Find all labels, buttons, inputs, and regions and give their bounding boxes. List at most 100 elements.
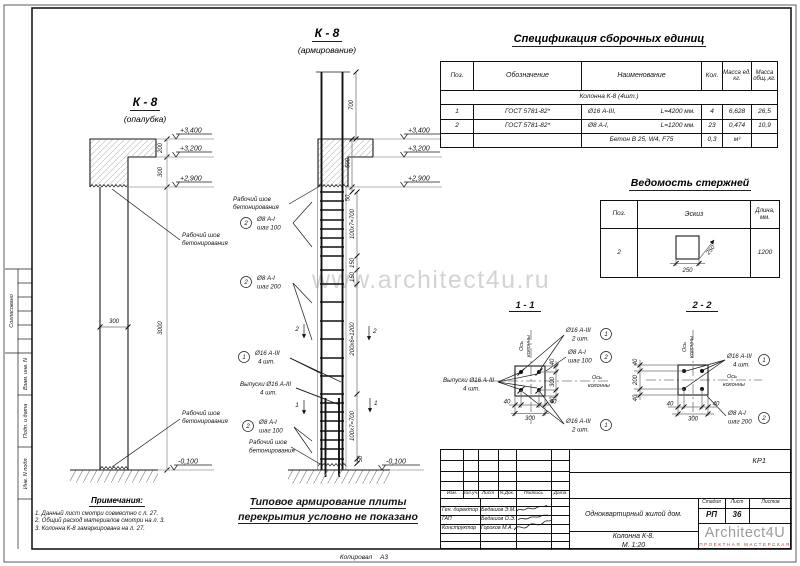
copied-row: Копировал А3 (340, 554, 389, 561)
spec-r3-pos (441, 134, 474, 147)
rf-callout5-line2: шаг 100 (259, 428, 283, 435)
rod-dim-250-h: 250 (705, 244, 717, 257)
bottom-note: Типовое армирование плиты перекрытия усл… (230, 495, 426, 525)
sec22-axis-v1: Ось (682, 342, 688, 352)
fw-joint-label-top-1: Рабочий шов (182, 232, 221, 239)
stamp-logo-cell: Architect4U ПРОЕКТНАЯ МАСТЕРСКАЯ (698, 523, 792, 550)
reinforcement-subtitle: (армирование) (297, 45, 357, 55)
sec22-c1-line2: 4 шт. (733, 362, 750, 369)
formwork-title-block: К - 8 (опалубка) (105, 93, 185, 124)
sec11-d40c: 40 (504, 400, 511, 406)
rf-callout3-line1: Ø16 А-III (254, 350, 280, 357)
spec-r2-pos: 2 (441, 120, 474, 134)
sec22-d40a: 40 (633, 358, 639, 365)
spec-r3-name: Бетон В 25, W4, F75 (582, 134, 702, 147)
spec-group-row: Колонна К-8 (4шт.) (441, 91, 777, 105)
sec11-c2-line2: шаг 100 (568, 358, 592, 365)
rf-callout1-line2: шаг 100 (257, 225, 281, 232)
copied-label: Копировал (340, 554, 373, 561)
stamp-divider (441, 498, 792, 500)
spec-h-desig: Обозначение (474, 62, 582, 91)
stamp-col-data: Дата (553, 491, 567, 497)
rf-dim-100x7-bottom: 100х7=700 (350, 410, 356, 441)
margin-column: Согласовано Взам. инв. N Подп. и дата Ин… (5, 268, 32, 549)
sec11-c2-line1: Ø8 А-I (567, 349, 586, 356)
rf-callout1-pos: 2 (243, 221, 248, 227)
stamp-name-1: Бедашов Э.М. (481, 506, 516, 513)
rf-joint-bottom-1: Рабочий шов (249, 439, 288, 446)
notes-title: Примечания: (89, 496, 145, 507)
sec11-d40a: 40 (550, 358, 556, 365)
sec22-c1-line1: Ø16 А-III (726, 353, 752, 360)
spec-r3-m2 (752, 134, 777, 147)
architect4u-logo-subtitle: ПРОЕКТНАЯ МАСТЕРСКАЯ (699, 541, 791, 547)
note-item-3: 3. Колонна К-8 замаркирована на л. 27. (35, 525, 145, 532)
sec22-d40d: 40 (713, 402, 720, 408)
section-2-2-title: 2 - 2 (691, 300, 712, 311)
margin-label-vzam-inv: Взам. инв. N (23, 358, 29, 390)
reinforcement-title-block: К - 8 (армирование) (287, 24, 367, 55)
rf-dim-50-top: 50 (346, 194, 352, 201)
stamp-col-podpis: Подпись (523, 491, 544, 497)
spec-r3-m1: м³ (723, 134, 752, 147)
note-item-2: 2. Общий расход материалов смотри на л. … (35, 518, 165, 525)
spec-h-pos: Поз. (441, 62, 474, 91)
rods-h-len: Длина, мм. (751, 201, 779, 229)
spec-h-name: Наименование (582, 62, 702, 91)
stamp-sheet-value: 36 (732, 510, 742, 520)
fw-elev-2900: +2,900 (180, 176, 202, 183)
stamp-col-koluch: Кол.уч. (462, 491, 479, 497)
reinforcement-drawing: 700 500 50 100х7=700 150 150 200х6=1200 … (233, 69, 442, 484)
sec11-c3-line1: Ø16 А-III (565, 418, 591, 425)
margin-label-inv-podl: Инв. N подл. (23, 457, 29, 489)
fw-dim-3000: 3000 (158, 321, 164, 335)
rf-outlets-line1: Выпуски Ø16 А-III (240, 381, 291, 388)
spec-h-mass-total: Масса общ.,кг. (752, 62, 777, 91)
stamp-doc-code: КР1 (752, 455, 766, 465)
sec11-c1-pos: 1 (604, 332, 607, 338)
sec11-c1-line2: 2 шт. (571, 336, 589, 343)
rod-sketch: 250 250 (670, 235, 717, 274)
rods-h-pos: Поз. (601, 201, 638, 229)
rf-callout5-line1: Ø8 А-I (258, 419, 277, 426)
rf-section2-right: 2 (372, 328, 377, 335)
formwork-subtitle: (опалубка) (123, 114, 167, 124)
sec11-c3-line2: 2 шт. (571, 427, 589, 434)
rf-dim-200x6: 200х6=1200 (350, 322, 356, 357)
spec-r1-pos: 1 (441, 105, 474, 120)
rf-dim-500: 500 (346, 157, 352, 168)
watermark: www.architect4u.ru (312, 266, 551, 294)
fw-dim-300: 300 (158, 166, 164, 177)
sec22-d40c: 40 (667, 402, 674, 408)
spec-r2-name: Ø8 А-I,L=1200 мм. (582, 120, 702, 134)
fw-elev-3200: +3,200 (180, 146, 202, 153)
reinforcement-title: К - 8 (311, 26, 343, 42)
rf-callout2-line1: Ø8 А-I (256, 275, 275, 282)
rf-outlets-line2: 4 шт. (260, 390, 277, 397)
notes-list: 1. Данный лист смотри совместно с л. 27.… (35, 511, 210, 533)
sec22-axis-h1: Ось (727, 374, 737, 380)
rf-joint-top-2: бетонирования (233, 204, 279, 211)
rf-callout3-pos: 1 (242, 355, 245, 361)
rods-r1-sketch (638, 229, 751, 277)
spec-r1-m1: 6,628 (723, 105, 752, 120)
sec11-d300v: 300 (550, 376, 556, 387)
stamp-divider (569, 450, 571, 550)
sec11-outlets-2: 4 шт. (463, 386, 480, 393)
sec11-axis-h2: колонны (588, 383, 610, 389)
spec-r1-qty: 4 (702, 105, 723, 120)
sec11-c1-line1: Ø16 А-III (565, 327, 591, 334)
stamp-stage-header: Стадия (702, 499, 721, 506)
spec-r2-qty: 23 (702, 120, 723, 134)
sec22-axis-v2: колонны (689, 336, 695, 358)
sec22-c2-pos: 2 (761, 416, 766, 422)
rf-elev-2900: +2,900 (408, 176, 430, 183)
sec11-axis-v2: колонны (526, 335, 532, 357)
rods-table: Поз. Эскиз Длина, мм. 2 1200 (600, 200, 780, 278)
rf-joint-bottom-2: бетонирования (249, 448, 295, 455)
stamp-role-2: ГАП (442, 515, 452, 522)
rf-joint-top-1: Рабочий шов (233, 196, 272, 203)
spec-r1-desig: ГОСТ 5781-82* (474, 105, 582, 120)
